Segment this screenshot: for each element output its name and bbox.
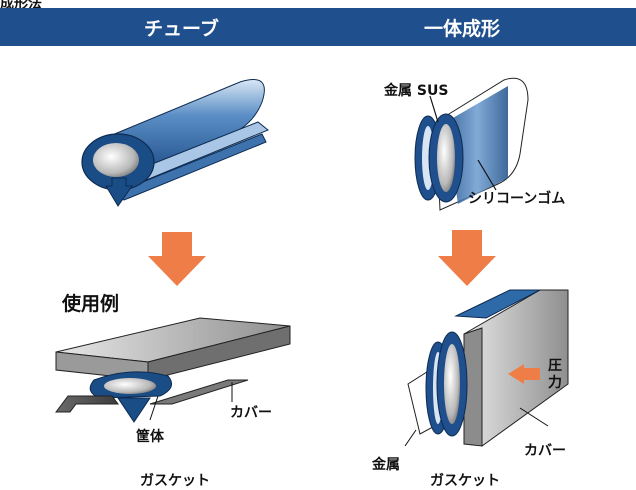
right-down-arrow <box>438 230 496 286</box>
label-metal: 金属 <box>372 457 400 473</box>
integral-usage-illustration <box>404 289 569 447</box>
label-gasket-right: ガスケット <box>430 473 500 489</box>
label-cover-right: カバー <box>524 443 566 459</box>
title-integral-molding: 一体成形 <box>424 18 501 40</box>
header-bar: チューブ 一体成形 <box>0 8 636 46</box>
title-tube: チューブ <box>144 18 219 40</box>
left-down-arrow <box>148 232 206 286</box>
pressure-arrow <box>508 364 540 384</box>
tube-gasket-illustration <box>81 79 269 207</box>
usage-example-illustration <box>55 317 291 423</box>
label-silicone-rubber: シリコーンゴム <box>468 191 566 207</box>
label-housing: 筐体 <box>136 429 164 445</box>
label-metal-sus: 金属 SUS <box>384 83 449 99</box>
integral-gasket-illustration <box>414 77 529 211</box>
label-usage-example: 使用例 <box>62 293 120 315</box>
label-pressure: 圧力 <box>548 358 562 391</box>
label-gasket-left: ガスケット <box>140 473 210 489</box>
label-cover-left: カバー <box>230 405 272 421</box>
